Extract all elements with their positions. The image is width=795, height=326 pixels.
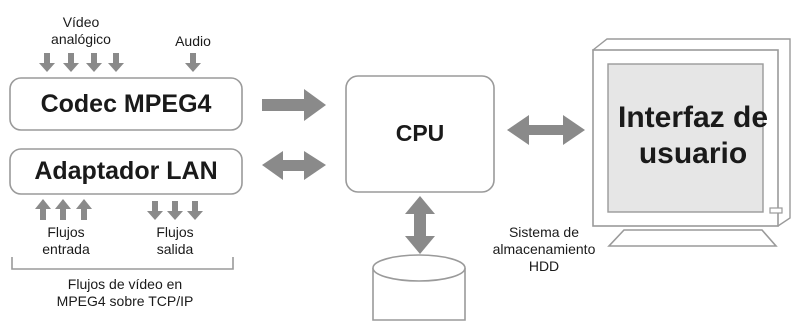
streams-out-label: Flujos salida [142,224,208,258]
monitor-label: Interfaz de usuario [608,100,778,172]
streams-caption-line1: Flujos de vídeo en [67,276,183,292]
storage-label: Sistema de almacenamiento HDD [474,224,614,275]
codec-to-cpu-arrow [262,89,326,121]
cpu-disk-arrow [405,196,435,254]
stream-out-arrow-2 [167,201,183,220]
video-input-label-line2: analógico [51,31,111,47]
lan-box [9,148,243,195]
streams-caption-line2: MPEG4 sobre TCP/IP [56,293,194,309]
video-input-arrow-4 [108,53,124,72]
stream-in-arrows [35,199,92,220]
lan-label: Adaptador LAN [34,157,218,185]
video-input-label: Vídeo analógico [35,14,127,48]
cpu-monitor-arrow [507,115,585,145]
monitor [591,38,791,247]
monitor-screen [607,63,764,213]
streams-in-label-line2: entrada [42,241,90,257]
monitor-power-indicator [769,207,783,214]
stream-in-arrow-1 [35,199,51,220]
storage-label-line3: HDD [528,258,560,274]
video-input-label-line1: Vídeo [62,14,100,30]
stream-out-arrow-1 [147,201,163,220]
audio-input-label: Audio [175,33,211,49]
stream-in-arrow-2 [55,199,71,220]
codec-label: Codec MPEG4 [40,90,212,118]
cpu-label: CPU [395,120,445,146]
monitor-label-line1: Interfaz de [617,101,769,134]
hdd-top [372,254,466,282]
streams-out-label-line1: Flujos [156,224,194,240]
lan-cpu-arrow [262,151,326,180]
stream-in-arrow-3 [76,199,92,220]
streams-in-label-line1: Flujos [47,224,85,240]
cpu-box [345,75,495,193]
storage-label-line2: almacenamiento [492,241,596,257]
monitor-stand [607,229,778,247]
hdd-cylinder [372,254,466,321]
video-input-arrows [39,53,124,72]
audio-input-arrow [185,53,201,72]
video-input-arrow-1 [39,53,55,72]
codec-box [9,77,243,131]
streams-bracket [11,257,234,270]
monitor-label-line2: usuario [638,137,748,170]
streams-out-label-line2: salida [156,241,194,257]
video-input-arrow-2 [63,53,79,72]
streams-caption: Flujos de vídeo en MPEG4 sobre TCP/IP [30,276,220,310]
video-input-arrow-3 [86,53,102,72]
stream-out-arrows [147,201,203,220]
stream-out-arrow-3 [187,201,203,220]
streams-in-label: Flujos entrada [30,224,102,258]
storage-label-line1: Sistema de [508,224,580,240]
hdd-body [372,268,466,321]
